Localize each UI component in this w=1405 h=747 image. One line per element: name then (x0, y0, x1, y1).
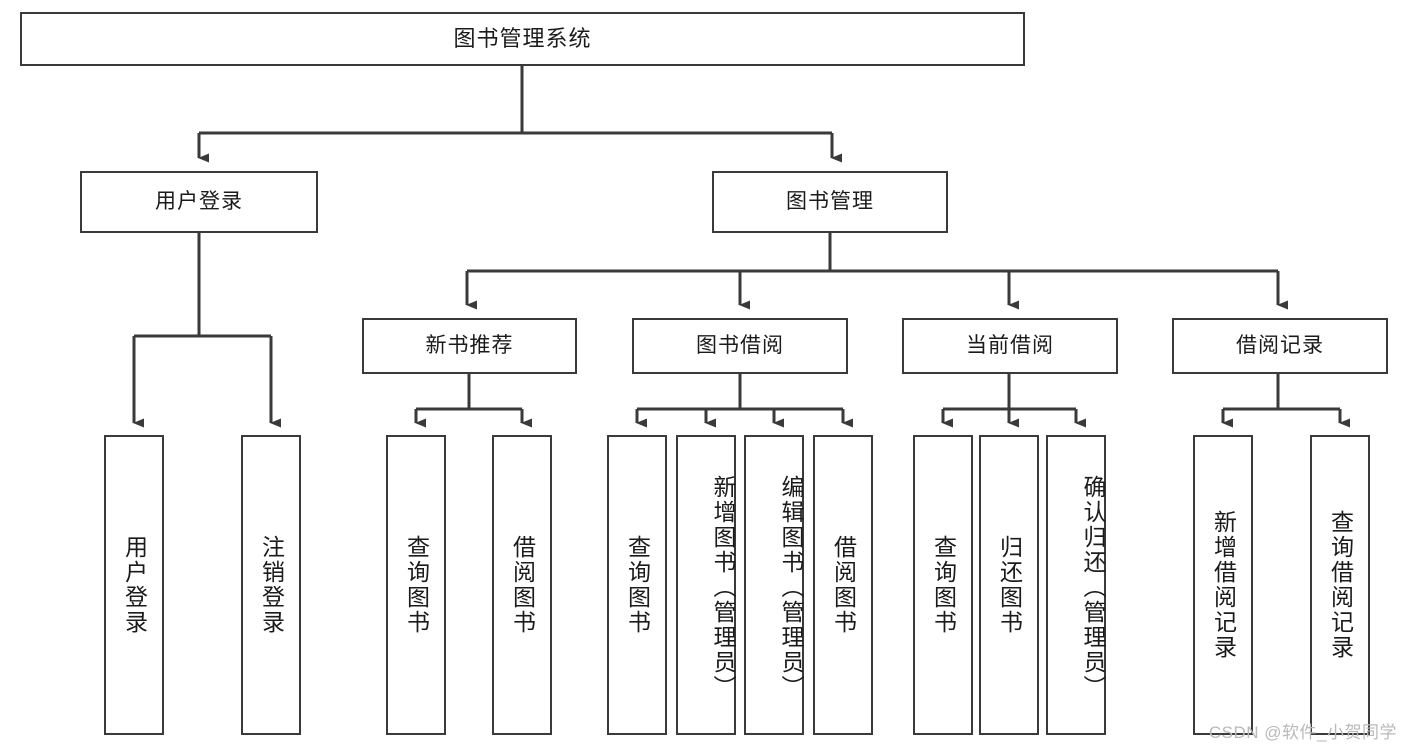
leaf-borrow-borrow-book[interactable]: 借阅图书 (813, 435, 873, 735)
node-label: 借阅图书 (830, 535, 857, 635)
leaf-borrow-edit-book-admin[interactable]: 编辑图书（管理员） (744, 435, 804, 735)
leaf-user-login[interactable]: 用户登录 (104, 435, 164, 735)
node-new-book-recommend[interactable]: 新书推荐 (362, 318, 577, 374)
node-book-borrow[interactable]: 图书借阅 (632, 318, 848, 374)
node-label: 图书管理 (786, 190, 874, 214)
node-label: 图书借阅 (696, 334, 784, 358)
leaf-current-query-book[interactable]: 查询图书 (913, 435, 973, 735)
node-label: 注销登录 (258, 535, 285, 635)
leaf-user-logout[interactable]: 注销登录 (241, 435, 301, 735)
leaf-recommend-query-book[interactable]: 查询图书 (386, 435, 446, 735)
node-label: 图书管理系统 (453, 25, 592, 51)
node-label: 用户登录 (121, 535, 148, 635)
node-label: 用户登录 (155, 190, 243, 214)
node-label: 归还图书 (996, 535, 1023, 635)
node-label: 借阅记录 (1236, 334, 1324, 358)
node-label: 查询借阅记录 (1327, 510, 1354, 660)
node-label: 编辑图书（管理员） (778, 474, 804, 700)
leaf-current-return-book[interactable]: 归还图书 (979, 435, 1039, 735)
node-label: 新增借阅记录 (1210, 510, 1237, 660)
node-label: 查询图书 (624, 535, 651, 635)
node-label: 新增图书（管理员） (710, 474, 736, 700)
node-label: 新书推荐 (425, 334, 514, 358)
csdn-watermark: CSDN @软件_小贺同学 (1208, 723, 1397, 742)
node-root-system[interactable]: 图书管理系统 (20, 12, 1025, 66)
node-user-login[interactable]: 用户登录 (80, 171, 318, 233)
node-label: 当前借阅 (966, 334, 1054, 358)
leaf-borrow-add-book-admin[interactable]: 新增图书（管理员） (676, 435, 736, 735)
node-label: 借阅图书 (509, 535, 536, 635)
leaf-record-add-record[interactable]: 新增借阅记录 (1193, 435, 1253, 735)
node-borrow-record[interactable]: 借阅记录 (1172, 318, 1388, 374)
leaf-borrow-query-book[interactable]: 查询图书 (607, 435, 667, 735)
leaf-record-query-record[interactable]: 查询借阅记录 (1310, 435, 1370, 735)
node-label: 确认归还（管理员） (1080, 474, 1106, 700)
node-book-management[interactable]: 图书管理 (712, 171, 948, 233)
node-current-borrow[interactable]: 当前借阅 (902, 318, 1118, 374)
leaf-recommend-borrow-book[interactable]: 借阅图书 (492, 435, 552, 735)
node-label: 查询图书 (403, 535, 430, 635)
leaf-current-confirm-return-admin[interactable]: 确认归还（管理员） (1046, 435, 1106, 735)
node-label: 查询图书 (930, 535, 957, 635)
